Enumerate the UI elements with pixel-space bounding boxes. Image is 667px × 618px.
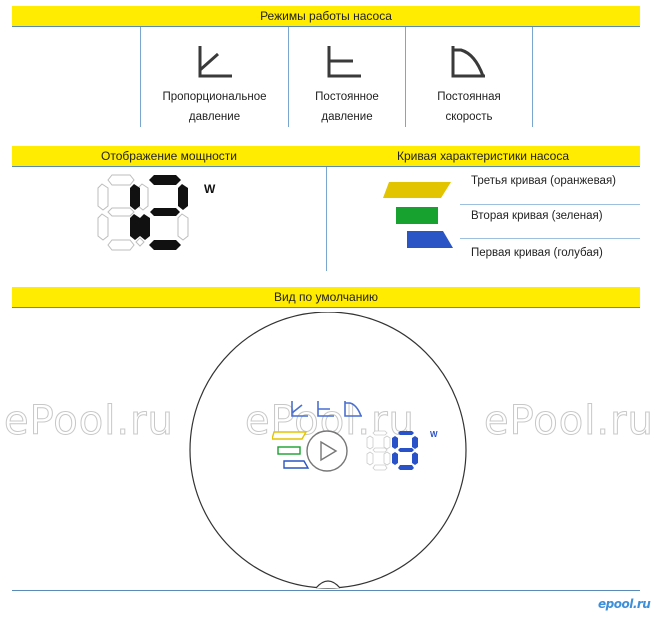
disc-curve-first: [283, 460, 310, 469]
mode-label-line: давление: [321, 111, 373, 123]
constant-speed-icon: [451, 46, 485, 78]
disc-proportional-icon: [291, 401, 308, 417]
footer-divider: [12, 590, 640, 591]
curve-label-third: Третья кривая (оранжевая): [471, 175, 617, 187]
default-title-bar: Вид по умолчанию: [12, 287, 640, 307]
curve-row-divider: [460, 204, 640, 205]
disc-constant-pressure-icon: [317, 401, 334, 417]
watermark-left: ePool.ru: [4, 398, 174, 445]
default-title: Вид по умолчанию: [273, 290, 379, 304]
power-seven-segment-display: [97, 174, 189, 251]
mode-separator: [532, 27, 533, 127]
curve-swatch-third: [383, 182, 451, 198]
disc-curve-bars: [272, 431, 310, 469]
curve-color-bar: [396, 207, 438, 224]
disc-constant-speed-icon: [344, 401, 362, 417]
section2-divider: [12, 166, 640, 167]
curve-title: Кривая характеристики насоса: [396, 149, 570, 163]
disc-mode-icons: [291, 401, 362, 417]
play-icon: [320, 440, 338, 462]
mode-label-line: скорость: [445, 111, 493, 123]
power-title-bar: Отображение мощности: [12, 146, 326, 166]
mode-label-line: Пропорциональное: [162, 91, 267, 103]
mode-label-line: Постоянное: [315, 91, 379, 103]
disc-seven-segment-display: [366, 430, 418, 471]
curve-title-bar: Кривая характеристики насоса: [326, 146, 640, 166]
pump-display-disc: [189, 312, 467, 589]
curve-swatch-second: [396, 207, 438, 224]
mode-separator: [140, 27, 141, 127]
play-button[interactable]: [305, 429, 349, 473]
curve-color-bar: [383, 182, 451, 198]
modes-title: Режимы работы насоса: [260, 9, 392, 23]
disc-curve-third: [272, 431, 308, 440]
curve-color-bar: [407, 231, 453, 248]
modes-title-bar: Режимы работы насоса: [12, 6, 640, 26]
curve-label-first: Первая кривая (голубая): [471, 247, 603, 259]
mode-separator: [405, 27, 406, 127]
mode-label-constant-pressure: Постоянное давление: [289, 87, 405, 127]
proportional-pressure-icon: [198, 46, 232, 78]
mode-separator: [288, 27, 289, 127]
mode-label-line: Постоянная: [437, 91, 501, 103]
footer-logo: epool.ru: [598, 597, 651, 611]
constant-pressure-icon: [327, 46, 361, 78]
curve-label-second: Вторая кривая (зеленая): [471, 210, 603, 222]
section2-separator: [326, 167, 327, 271]
default-divider: [12, 307, 640, 308]
mode-label-constant-speed: Постоянная скорость: [406, 87, 532, 127]
curve-swatch-first: [407, 231, 453, 248]
modes-divider: [12, 26, 640, 27]
power-unit: W: [204, 182, 216, 196]
power-title: Отображение мощности: [101, 149, 237, 163]
disc-power-unit: W: [430, 430, 438, 439]
curve-row-divider: [460, 238, 640, 239]
mode-label-proportional: Пропорциональное давление: [141, 87, 288, 127]
mode-label-line: давление: [188, 111, 241, 123]
disc-curve-second: [277, 446, 301, 455]
watermark-right: ePool.ru: [484, 398, 654, 445]
